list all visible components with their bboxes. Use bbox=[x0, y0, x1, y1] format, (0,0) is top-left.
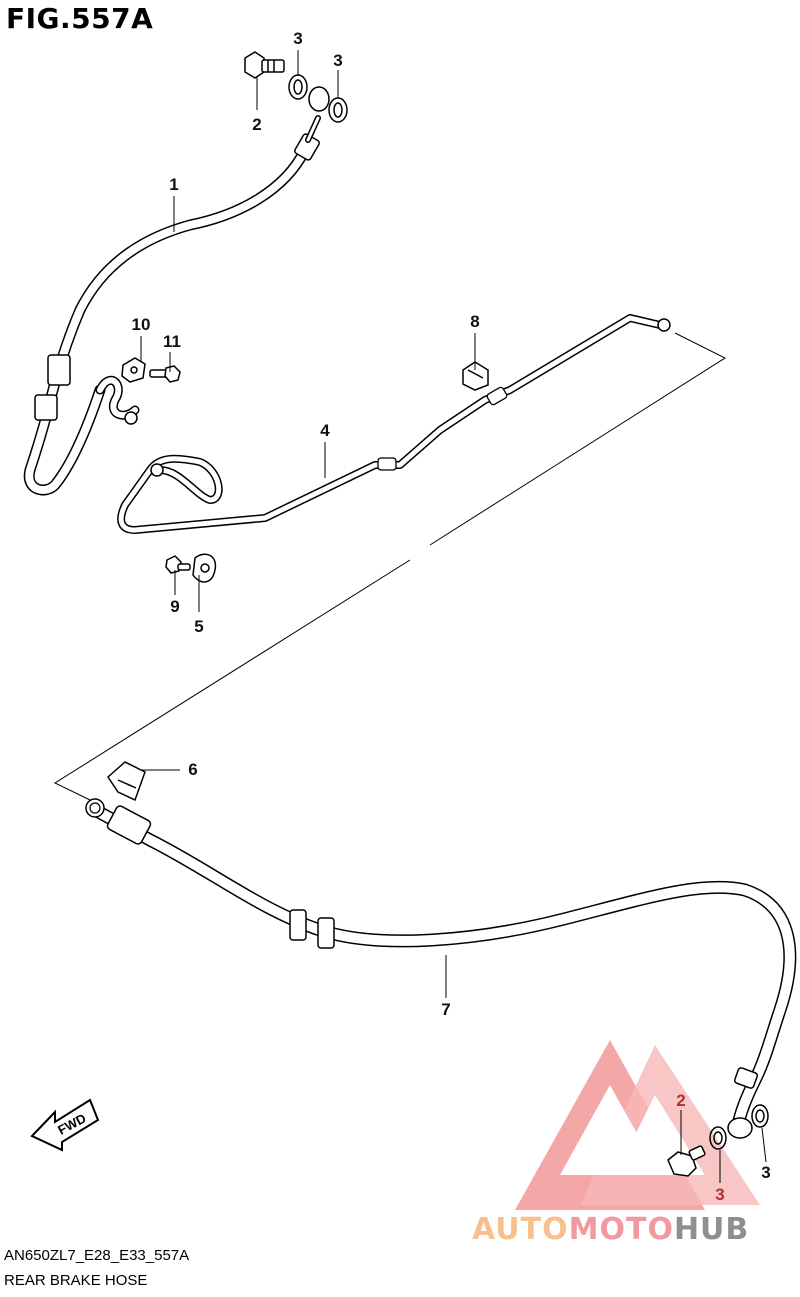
part-6-clip bbox=[107, 761, 146, 802]
section-boundary-line bbox=[53, 332, 727, 801]
watermark-part-3: HUB bbox=[673, 1212, 750, 1247]
part-3-washers-bottom bbox=[709, 1104, 769, 1150]
callout-3-bottom-b: 3 bbox=[761, 1163, 770, 1182]
figure-title: FIG.557A bbox=[6, 2, 154, 35]
callout-11: 11 bbox=[163, 332, 181, 351]
part-2-banjo-bolt-top bbox=[244, 51, 285, 79]
watermark-text: AUTOMOTOHUB bbox=[472, 1212, 749, 1247]
part-7-lower-hose bbox=[85, 798, 797, 1139]
part-10-clamp bbox=[121, 357, 146, 383]
part-5-clamp bbox=[192, 553, 217, 583]
part-1-upper-hose bbox=[23, 86, 330, 496]
callout-6: 6 bbox=[188, 760, 197, 779]
part-11-bolt bbox=[149, 365, 181, 383]
callout-3-top-b: 3 bbox=[333, 51, 342, 70]
part-2-banjo-bolt-bottom bbox=[667, 1145, 706, 1177]
figure-code: AN650ZL7_E28_E33_557A bbox=[4, 1247, 190, 1264]
callout-5: 5 bbox=[194, 617, 203, 636]
callout-3-bottom-a: 3 bbox=[715, 1185, 724, 1204]
forward-arrow-icon: FWD bbox=[30, 1098, 100, 1152]
callout-4: 4 bbox=[320, 421, 330, 440]
callout-10: 10 bbox=[132, 315, 151, 334]
part-4-brake-pipe bbox=[117, 314, 671, 534]
watermark-part-2: MOTO bbox=[568, 1212, 674, 1247]
watermark-part-1: AUTO bbox=[472, 1212, 569, 1247]
leader-lines bbox=[140, 50, 767, 1183]
callout-9: 9 bbox=[170, 597, 179, 616]
part-9-bolt bbox=[165, 555, 191, 574]
callout-7: 7 bbox=[441, 1000, 450, 1019]
callout-8: 8 bbox=[470, 312, 479, 331]
callout-2-bottom: 2 bbox=[676, 1091, 685, 1110]
callout-2-top: 2 bbox=[252, 115, 261, 134]
callout-3-top-a: 3 bbox=[293, 29, 302, 48]
figure-name: REAR BRAKE HOSE bbox=[4, 1272, 148, 1289]
watermark-logo-icon bbox=[515, 1040, 760, 1210]
callout-1: 1 bbox=[169, 175, 178, 194]
